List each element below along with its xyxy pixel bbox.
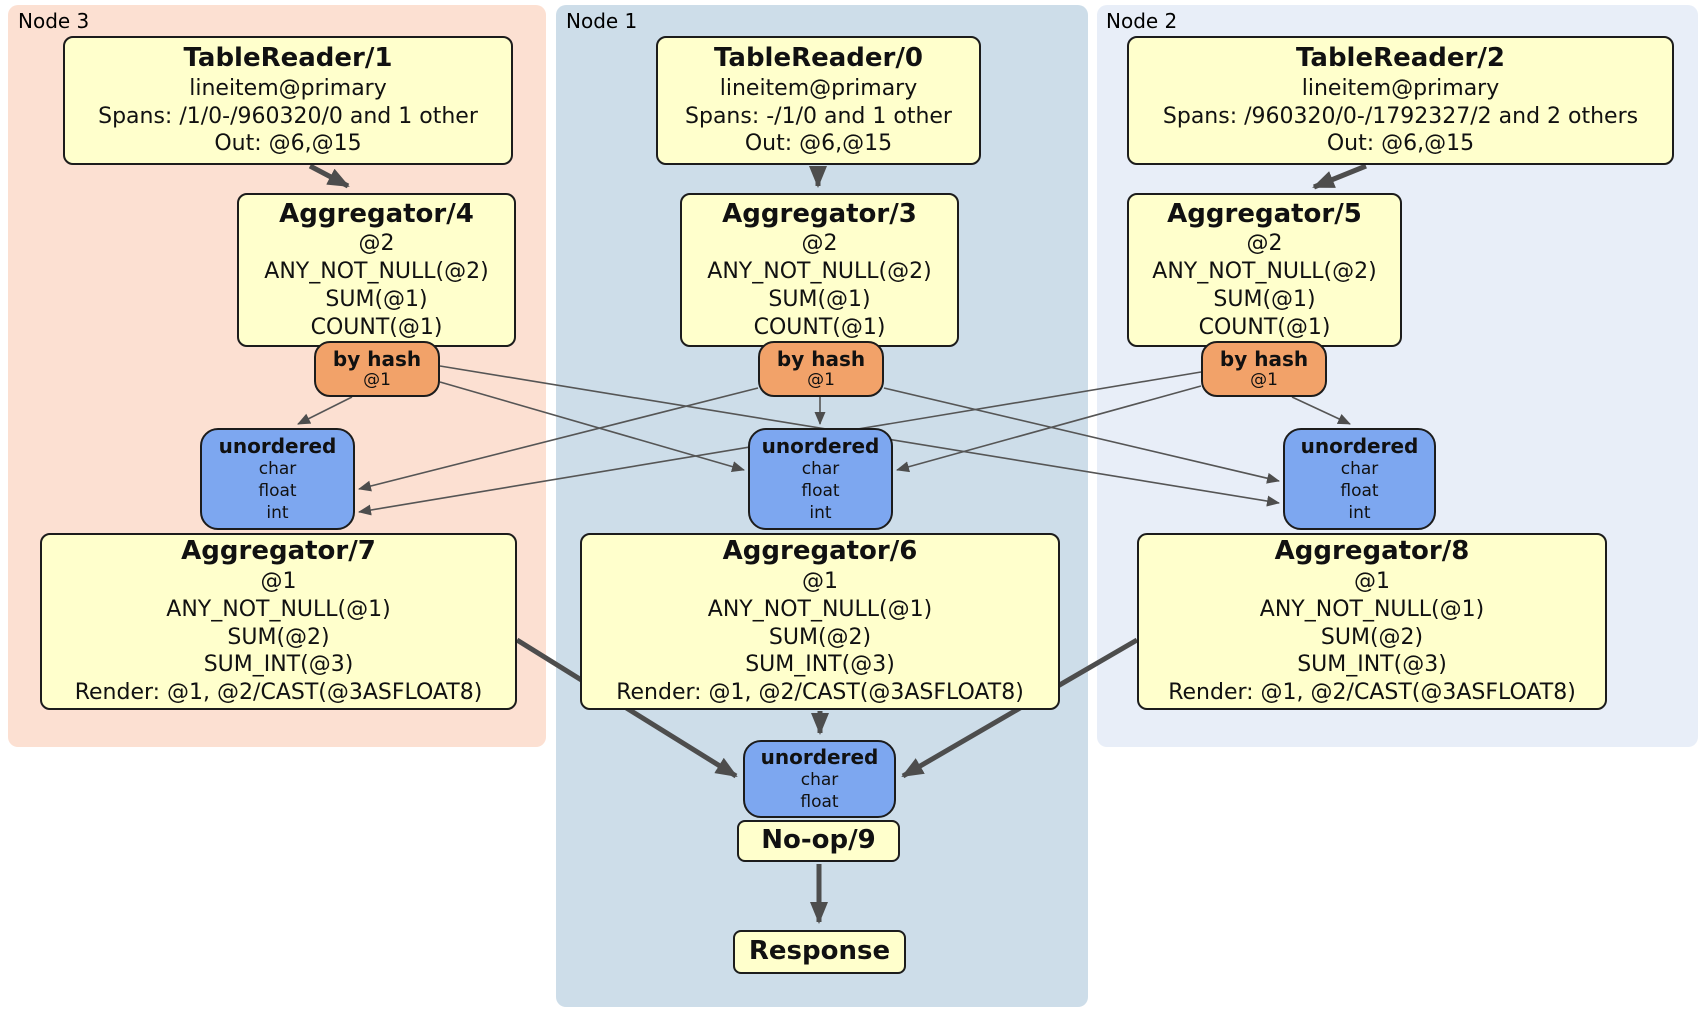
tablereader-2-out: Out: @6,@15 — [1326, 131, 1475, 157]
router-by-hash-node1: by hash @1 — [758, 341, 884, 397]
sync-title: unordered — [218, 433, 337, 458]
aggregator-8-line: SUM(@2) — [1320, 624, 1424, 650]
aggregator-5-box: Aggregator/5 @2 ANY_NOT_NULL(@2) SUM(@1)… — [1127, 193, 1402, 347]
router-key: @1 — [1250, 369, 1278, 390]
sync-col: char — [801, 458, 840, 479]
tablereader-0-spans: Spans: -/1/0 and 1 other — [685, 103, 952, 129]
sync-unordered-node2: unordered char float int — [1283, 428, 1436, 530]
aggregator-3-line: COUNT(@1) — [753, 314, 886, 340]
aggregator-7-box: Aggregator/7 @1 ANY_NOT_NULL(@1) SUM(@2)… — [40, 533, 517, 710]
aggregator-6-line: SUM(@2) — [768, 624, 872, 650]
sync-title: unordered — [761, 433, 880, 458]
tablereader-0-index: lineitem@primary — [719, 75, 918, 101]
sync-col: char — [800, 769, 839, 790]
router-by-hash-node3: by hash @1 — [314, 341, 440, 397]
aggregator-4-line: ANY_NOT_NULL(@2) — [264, 259, 489, 285]
aggregator-5-line: COUNT(@1) — [1198, 314, 1331, 340]
tablereader-1-index: lineitem@primary — [189, 75, 387, 101]
sync-col: float — [1340, 480, 1379, 501]
aggregator-7-title: Aggregator/7 — [181, 536, 376, 567]
aggregator-5-line: SUM(@1) — [1213, 286, 1316, 312]
aggregator-3-box: Aggregator/3 @2 ANY_NOT_NULL(@2) SUM(@1)… — [680, 193, 959, 347]
tablereader-0-title: TableReader/0 — [714, 43, 923, 74]
aggregator-4-line: SUM(@1) — [325, 286, 428, 312]
aggregator-3-line: SUM(@1) — [768, 286, 871, 312]
tablereader-0-box: TableReader/0 lineitem@primary Spans: -/… — [656, 36, 981, 165]
aggregator-6-title: Aggregator/6 — [722, 536, 918, 567]
tablereader-1-box: TableReader/1 lineitem@primary Spans: /1… — [63, 36, 513, 165]
sync-col: float — [258, 480, 297, 501]
aggregator-6-line: @1 — [802, 569, 838, 595]
response-title: Response — [748, 936, 891, 967]
sync-col: int — [1348, 503, 1371, 524]
aggregator-8-box: Aggregator/8 @1 ANY_NOT_NULL(@1) SUM(@2)… — [1137, 533, 1607, 710]
tablereader-2-title: TableReader/2 — [1296, 43, 1505, 74]
noop-9-box: No-op/9 — [737, 820, 900, 862]
aggregator-7-line: @1 — [260, 569, 297, 595]
node3-label: Node 3 — [18, 9, 90, 33]
router-title: by hash — [776, 346, 866, 371]
aggregator-5-title: Aggregator/5 — [1167, 198, 1362, 229]
tablereader-2-box: TableReader/2 lineitem@primary Spans: /9… — [1127, 36, 1674, 165]
sync-unordered-final: unordered char float — [743, 740, 896, 818]
sync-col: float — [801, 480, 840, 501]
aggregator-4-title: Aggregator/4 — [279, 198, 474, 229]
tablereader-2-index: lineitem@primary — [1301, 75, 1500, 101]
aggregator-7-render: Render: @1, @2/CAST(@3ASFLOAT8) — [74, 679, 483, 705]
router-by-hash-node2: by hash @1 — [1201, 341, 1327, 397]
router-title: by hash — [332, 346, 422, 371]
aggregator-7-line: SUM_INT(@3) — [203, 652, 354, 678]
router-key: @1 — [363, 369, 391, 390]
aggregator-8-line: SUM_INT(@3) — [1297, 652, 1447, 678]
aggregator-7-line: ANY_NOT_NULL(@1) — [166, 596, 391, 622]
aggregator-8-line: ANY_NOT_NULL(@1) — [1259, 596, 1485, 622]
aggregator-4-line: @2 — [358, 231, 395, 257]
aggregator-6-line: ANY_NOT_NULL(@1) — [707, 596, 933, 622]
aggregator-4-box: Aggregator/4 @2 ANY_NOT_NULL(@2) SUM(@1)… — [237, 193, 516, 347]
noop-9-title: No-op/9 — [761, 825, 876, 856]
node1-label: Node 1 — [566, 9, 638, 33]
sync-col: char — [258, 458, 297, 479]
node2-label: Node 2 — [1106, 9, 1178, 33]
tablereader-0-out: Out: @6,@15 — [744, 131, 893, 157]
sync-title: unordered — [760, 744, 879, 769]
router-key: @1 — [807, 369, 835, 390]
aggregator-8-title: Aggregator/8 — [1274, 536, 1470, 567]
aggregator-3-line: ANY_NOT_NULL(@2) — [707, 259, 932, 285]
aggregator-8-line: @1 — [1354, 569, 1390, 595]
aggregator-5-line: ANY_NOT_NULL(@2) — [1152, 259, 1377, 285]
aggregator-6-render: Render: @1, @2/CAST(@3ASFLOAT8) — [616, 679, 1024, 705]
aggregator-8-render: Render: @1, @2/CAST(@3ASFLOAT8) — [1168, 679, 1576, 705]
sync-unordered-node3: unordered char float int — [200, 428, 355, 530]
sync-col: char — [1340, 458, 1379, 479]
aggregator-3-title: Aggregator/3 — [722, 198, 917, 229]
tablereader-1-title: TableReader/1 — [183, 43, 393, 74]
aggregator-6-line: SUM_INT(@3) — [745, 652, 895, 678]
sync-col: int — [266, 503, 289, 524]
tablereader-1-out: Out: @6,@15 — [214, 131, 362, 157]
aggregator-5-line: @2 — [1246, 231, 1283, 257]
tablereader-2-spans: Spans: /960320/0-/1792327/2 and 2 others — [1162, 103, 1639, 129]
router-title: by hash — [1219, 346, 1309, 371]
sync-unordered-node1: unordered char float int — [748, 428, 893, 530]
aggregator-4-line: COUNT(@1) — [310, 314, 443, 340]
aggregator-6-box: Aggregator/6 @1 ANY_NOT_NULL(@1) SUM(@2)… — [580, 533, 1060, 710]
sync-title: unordered — [1300, 433, 1419, 458]
aggregator-7-line: SUM(@2) — [227, 624, 330, 650]
sync-col: float — [800, 792, 839, 812]
response-box: Response — [733, 930, 906, 974]
tablereader-1-spans: Spans: /1/0-/960320/0 and 1 other — [98, 103, 478, 129]
aggregator-3-line: @2 — [801, 231, 838, 257]
sync-col: int — [809, 503, 832, 524]
